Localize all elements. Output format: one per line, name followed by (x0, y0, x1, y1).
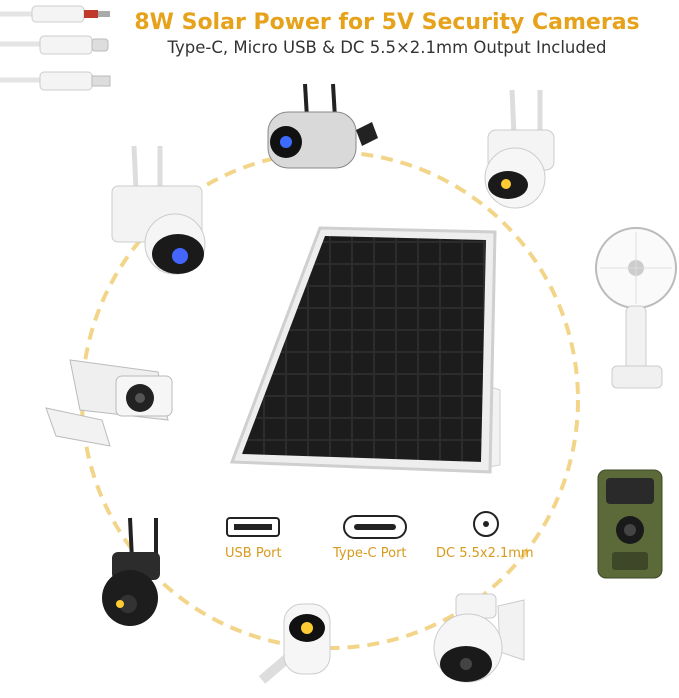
speed-dome-camera-icon (433, 593, 525, 683)
subheadline: Type-C, Micro USB & DC 5.5×2.1mm Output … (167, 38, 607, 57)
solar-panel (229, 226, 501, 474)
ptz-dome-camera-icon (484, 89, 555, 209)
mini-ptz-camera-icon (111, 145, 206, 275)
dc-barrel-port-icon (473, 511, 499, 537)
trail-camera-icon (597, 469, 663, 579)
headline: 8W Solar Power for 5V Security Cameras (134, 10, 640, 35)
outdoor-ptz-camera-icon (102, 517, 160, 626)
handheld-fan-icon (595, 227, 677, 389)
dc-port-label: DC 5.5x2.1mm (436, 546, 534, 561)
usb-port-icon (226, 517, 280, 537)
cctv-bullet-camera-icon (45, 359, 173, 447)
bullet-wifi-camera-icon (267, 83, 378, 169)
type-c-port-label: Type-C Port (333, 546, 407, 561)
cable-set-icon (0, 5, 111, 91)
type-c-port-icon (343, 515, 407, 539)
battery-camera-icon (258, 603, 331, 684)
usb-port-label: USB Port (225, 546, 282, 561)
